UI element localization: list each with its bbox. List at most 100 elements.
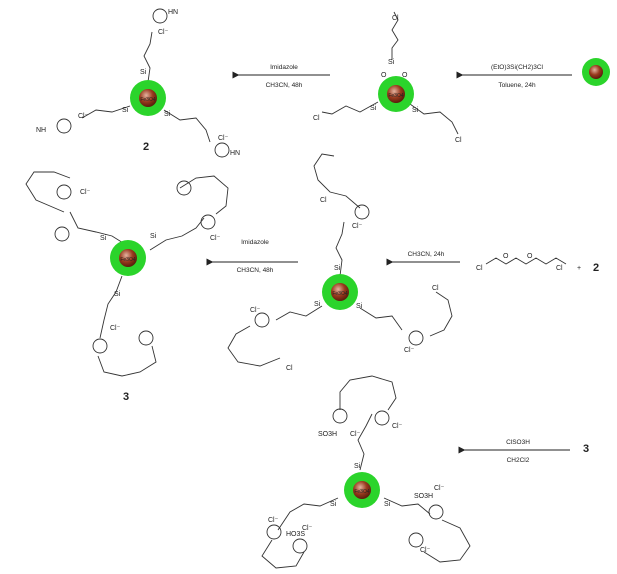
si-atom: Si [370, 105, 377, 112]
imidazolium-ring [266, 524, 282, 540]
imidazolium-ring [254, 312, 270, 328]
si-atom: Si [388, 59, 395, 66]
sulfonic-group: SO3H [414, 493, 433, 500]
compound-label-3: 3 [123, 391, 129, 403]
o-atom: O [381, 72, 387, 79]
imidazolium-ring [408, 330, 424, 346]
step4-reagent: Imidazole [241, 239, 269, 246]
reagent-group: 2 + Cl Cl O O [476, 253, 599, 274]
start-nanoparticle [582, 58, 610, 86]
imidazolium-ring [354, 204, 370, 220]
step2-reagent: Imidazole [270, 64, 298, 71]
plus-sign: + [577, 265, 581, 272]
hn-group: HN [168, 9, 178, 16]
chloride-ion: Cl⁻ [78, 113, 89, 120]
cl-atom: Cl [556, 265, 563, 272]
step3: CH3CN, 24h [386, 251, 460, 266]
si-atom: Si [384, 501, 391, 508]
imidazolium-ring [292, 538, 308, 554]
sulfonic-group: SO3H [318, 431, 337, 438]
o-atom: O [503, 253, 509, 260]
magnetic-core [353, 481, 371, 499]
si-atom: Si [114, 291, 121, 298]
cl-atom: Cl [432, 285, 439, 292]
step5-conditions: CH2Cl2 [507, 457, 530, 464]
si-atom: Si [412, 107, 419, 114]
compound-3: Fe3O4 Si Si Si Cl⁻ Cl⁻ Cl⁻ 3 [25, 171, 229, 403]
cl-atom: Cl [455, 137, 462, 144]
step4: Imidazole CH3CN, 48h [206, 239, 298, 274]
magnetic-core [139, 89, 157, 107]
imidazolium-ring [56, 184, 72, 200]
imidazolium-ring [92, 338, 108, 354]
imidazolium-ring [138, 330, 154, 346]
chloride-ion: Cl⁻ [250, 307, 261, 314]
si-atom: Si [100, 235, 107, 242]
chloride-ion: Cl⁻ [158, 29, 169, 36]
step2-conditions: CH3CN, 48h [266, 82, 303, 89]
step5-reagent: ClSO3H [506, 439, 530, 446]
magnetic-core [331, 283, 349, 301]
magnetic-core [119, 249, 137, 267]
imidazolium-ring [200, 214, 216, 230]
sulfonic-group: HO3S [286, 531, 305, 538]
cl-atom: Cl [476, 265, 483, 272]
imidazolium-ring [428, 504, 444, 520]
imidazolium-ring [332, 408, 348, 424]
imidazolium-ring [56, 118, 72, 134]
magnetic-core [589, 65, 603, 79]
imidazolium-ring [408, 532, 424, 548]
imidazolium-ring [152, 8, 168, 24]
step4-conditions: CH3CN, 48h [237, 267, 274, 274]
imidazolium-ring [54, 226, 70, 242]
cl-atom: Cl [392, 15, 399, 22]
step3-reagent: CH3CN, 24h [408, 251, 445, 258]
core-label: Fe3O4 [332, 291, 348, 297]
si-atom: Si [122, 107, 129, 114]
cl-atom: Cl [313, 115, 320, 122]
chloride-ion: Cl⁻ [302, 525, 313, 532]
step5: ClSO3H CH2Cl2 [458, 439, 570, 464]
imidazolium-ring [374, 410, 390, 426]
final-product: Fe3O4 Si Si Si SO3H Cl⁻ Cl⁻ HO3S Cl⁻ Cl⁻… [261, 375, 471, 569]
si-atom: Si [140, 69, 147, 76]
hn-group: HN [230, 150, 240, 157]
cl-atom: Cl [286, 365, 293, 372]
chloride-ion: Cl⁻ [420, 547, 431, 554]
step1-conditions: Toluene, 24h [498, 82, 536, 89]
compound-label-2: 2 [143, 141, 149, 153]
si-atom: Si [314, 301, 321, 308]
core-label: Fe3O4 [388, 93, 404, 99]
chloride-ion: Cl⁻ [110, 325, 121, 332]
chloride-ion: Cl⁻ [352, 223, 363, 230]
chloride-ion: Cl⁻ [392, 423, 403, 430]
chloride-ion: Cl⁻ [350, 431, 361, 438]
si-atom: Si [334, 265, 341, 272]
si-atom: Si [356, 303, 363, 310]
o-atom: O [527, 253, 533, 260]
o-atom: O [402, 72, 408, 79]
imidazolium-ring [214, 142, 230, 158]
core-label: Fe3O4 [354, 489, 370, 495]
imidazolium-ring [176, 180, 192, 196]
si-atom: Si [164, 111, 171, 118]
si-atom: Si [150, 233, 157, 240]
si-atom: Si [330, 501, 337, 508]
chloropropyl-nanoparticle: Fe3O4 Si O O Si Si Cl Cl Cl [313, 11, 462, 144]
step1: (EtO)3Si(CH2)3Cl Toluene, 24h [456, 64, 572, 89]
chloride-ion: Cl⁻ [80, 189, 91, 196]
chloride-ion: Cl⁻ [268, 517, 279, 524]
core-label: Fe3O4 [140, 97, 156, 103]
si-atom: Si [354, 463, 361, 470]
compound-label-3: 3 [583, 443, 589, 455]
nh-group: NH [36, 127, 46, 134]
core-label: Fe3O4 [120, 257, 136, 263]
step1-reagent: (EtO)3Si(CH2)3Cl [491, 64, 544, 71]
intermediate-nanoparticle: Fe3O4 Si Si Si Cl⁻ Cl Cl⁻ Cl Cl⁻ Cl [227, 153, 453, 372]
chloride-ion: Cl⁻ [218, 135, 229, 142]
chloride-ion: Cl⁻ [434, 485, 445, 492]
step2: Imidazole CH3CN, 48h [232, 64, 330, 89]
magnetic-core [387, 85, 405, 103]
chloride-ion: Cl⁻ [404, 347, 415, 354]
